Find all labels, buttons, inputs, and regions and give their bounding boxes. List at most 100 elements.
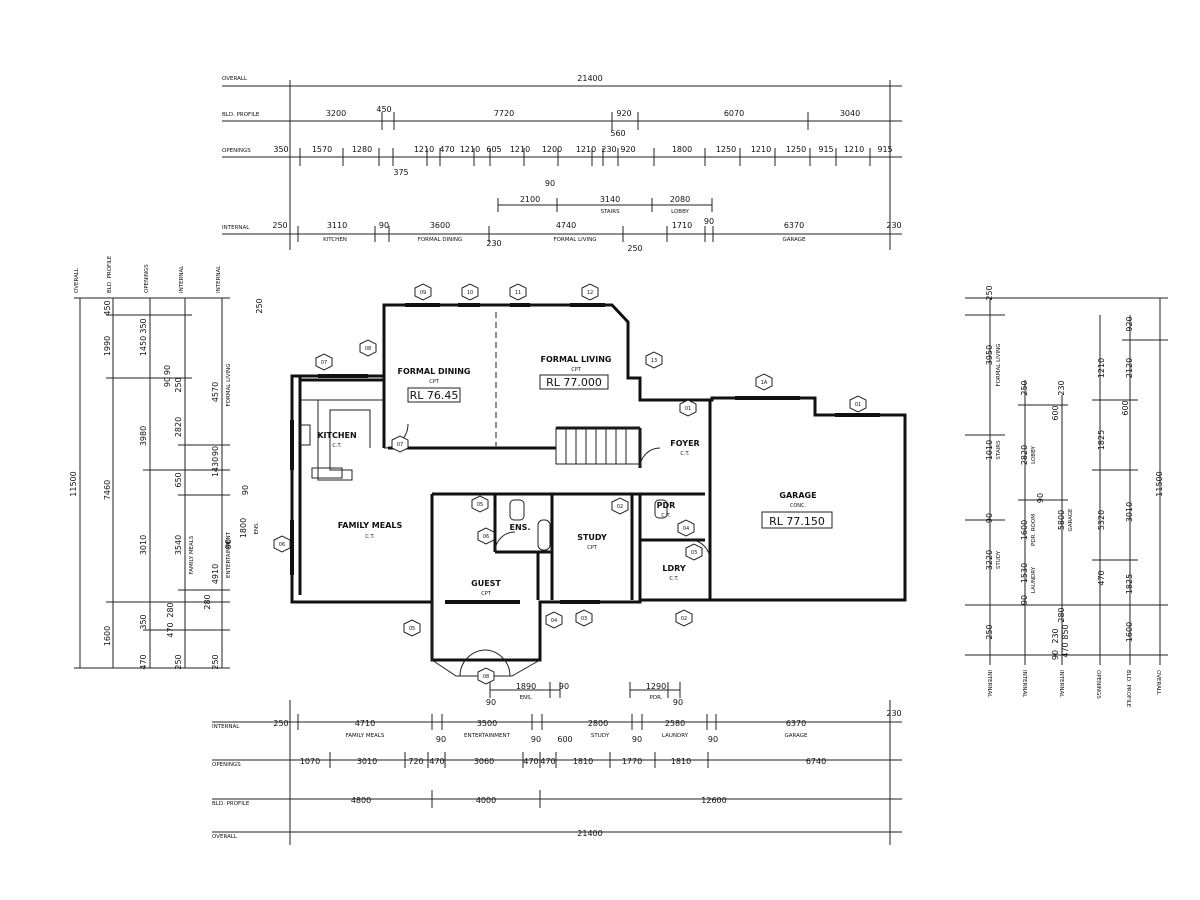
bottom-internal-dim: 230 [886, 709, 901, 718]
right-small-dim: 230 [1051, 628, 1060, 643]
marker: 01 [849, 395, 867, 413]
room-formal-dining-floor: CPT [429, 379, 440, 385]
bottom-internal-dim: 250 [273, 719, 288, 728]
room-ldry-floor: C.T. [669, 576, 679, 582]
top-internal-extra: 250 [627, 244, 642, 253]
marker: 03 [575, 609, 593, 627]
right-opening-dim: 850 [1061, 624, 1070, 639]
bottom-internal-extra: 600 [557, 735, 572, 744]
marker: 09 [414, 283, 432, 301]
bottom-internal-room: GARAGE [784, 733, 808, 739]
top-upper-room: STAIRS [600, 209, 620, 215]
top-internal-dim: 6370 [784, 221, 804, 230]
right-room-label: PDR. ROOM [1031, 514, 1037, 546]
left-far-dim: 4910 [211, 564, 220, 584]
left-room-label: FORMAL LIVING [226, 363, 232, 406]
bottom-internal-dim: 6370 [786, 719, 806, 728]
marker: 07 [315, 353, 333, 371]
left-dimensions: OVERALL BLD. PROFILE OPENINGS INTERNAL I… [69, 255, 264, 670]
top-internal-dim: 3600 [430, 221, 450, 230]
bottom-internal-room: LAUNDRY [662, 733, 689, 739]
bottom-upper-dim: 1890 [516, 682, 536, 691]
right-small-dim: 90 [1020, 595, 1029, 605]
top-bld-dim: 450 [376, 105, 391, 114]
svg-text:02: 02 [617, 504, 623, 510]
right-small-dim: 250 [1020, 380, 1029, 395]
right-internal-dim: 250 [985, 285, 994, 300]
row-label-openings: OPENINGS [1095, 670, 1101, 699]
row-label-bld-profile: BLD. PROFILE [107, 255, 113, 293]
bottom-upper-label: PDR. [650, 695, 663, 701]
top-internal-room: KITCHEN [323, 237, 347, 243]
right-room-label: STUDY [996, 550, 1002, 569]
room-guest: GUEST [471, 579, 501, 588]
left-opening-dim: 470 [139, 654, 148, 669]
top-opening-dim: 1200 [542, 145, 562, 154]
right-internal-dim: 1600 [1020, 520, 1029, 540]
svg-text:04: 04 [551, 618, 557, 624]
left-room-label: FAMILY MEALS [189, 535, 195, 574]
left-far-dim: 1430 [211, 457, 220, 477]
top-opening-dim: 605 [486, 145, 501, 154]
right-internal-dim: 3950 [985, 345, 994, 365]
top-opening-dim: 1250 [716, 145, 736, 154]
marker: 12 [581, 283, 599, 301]
bottom-opening-dim: 3010 [357, 757, 377, 766]
bottom-opening-dim: 1770 [622, 757, 642, 766]
bottom-internal-dim: 2580 [665, 719, 685, 728]
bottom-upper-small: 90 [673, 698, 683, 707]
svg-text:03: 03 [691, 550, 697, 556]
right-bld-dim: 1825 [1125, 574, 1134, 594]
bottom-upper-dim: 90 [559, 682, 569, 691]
top-opening-dim: 1210 [414, 145, 434, 154]
left-small-dim: 90 [163, 377, 172, 387]
left-small-dim: 470 [166, 622, 175, 637]
svg-text:12: 12 [587, 290, 593, 296]
left-far-label: ENS. [254, 521, 260, 534]
marker: 03 [685, 543, 703, 561]
row-label-openings: OPENINGS [222, 148, 251, 154]
room-study: STUDY [577, 533, 607, 542]
top-bld-dim: 920 [616, 109, 631, 118]
left-internal-dim: 2820 [174, 417, 183, 437]
top-opening-dim: 1210 [460, 145, 480, 154]
bottom-internal-gap: 90 [632, 735, 642, 744]
svg-text:06: 06 [483, 534, 489, 540]
bottom-opening-dim: 470 [523, 757, 538, 766]
row-label-bld-profile: BLD. PROFILE [222, 112, 260, 118]
row-label-internal: INTERNAL [222, 225, 250, 231]
left-bld-dim: 1600 [103, 626, 112, 646]
marker: 05 [471, 495, 489, 513]
opening-markers: 09 10 11 12 13 1A 01 01 07 08 07 06 05 0… [273, 283, 867, 685]
left-opening-dim: 3010 [139, 535, 148, 555]
bottom-internal-dim: 2800 [588, 719, 608, 728]
left-bld-dim: 1990 [103, 336, 112, 356]
room-labels: FORMAL DINING CPT RL 76.45 FORMAL LIVING… [317, 355, 833, 597]
right-internal-dim: 250 [985, 624, 994, 639]
svg-text:09: 09 [420, 290, 426, 296]
svg-text:13: 13 [651, 358, 657, 364]
top-internal-room: FORMAL DINING [418, 237, 463, 243]
row-label-bld-profile: BLD. PROFILE [1125, 670, 1131, 708]
marker: 1A [755, 373, 773, 391]
right-small-dim: 90 [985, 513, 994, 523]
room-formal-dining: FORMAL DINING [397, 367, 470, 376]
top-dimensions: OVERALL BLD. PROFILE OPENINGS INTERNAL [222, 74, 902, 253]
top-bld-dim: 3200 [326, 109, 346, 118]
left-opening-dim: 350 [139, 614, 148, 629]
bottom-opening-dim: 720 [408, 757, 423, 766]
room-garage: GARAGE [779, 491, 816, 500]
room-ldry: LDRY [662, 564, 685, 573]
bottom-opening-dim: 6740 [806, 757, 826, 766]
room-garage-floor: CONC. [790, 503, 807, 509]
svg-text:02: 02 [681, 616, 687, 622]
left-internal-dim: 250 [174, 377, 183, 392]
left-far-dim: 90 [241, 485, 250, 495]
row-label-overall: OVERALL [1155, 670, 1161, 696]
bottom-opening-dim: 1070 [300, 757, 320, 766]
svg-text:08: 08 [483, 674, 489, 680]
marker: 07 [391, 435, 409, 453]
right-opening-dim: 470 [1061, 642, 1070, 657]
room-formal-living-rl: RL 77.000 [546, 376, 602, 389]
